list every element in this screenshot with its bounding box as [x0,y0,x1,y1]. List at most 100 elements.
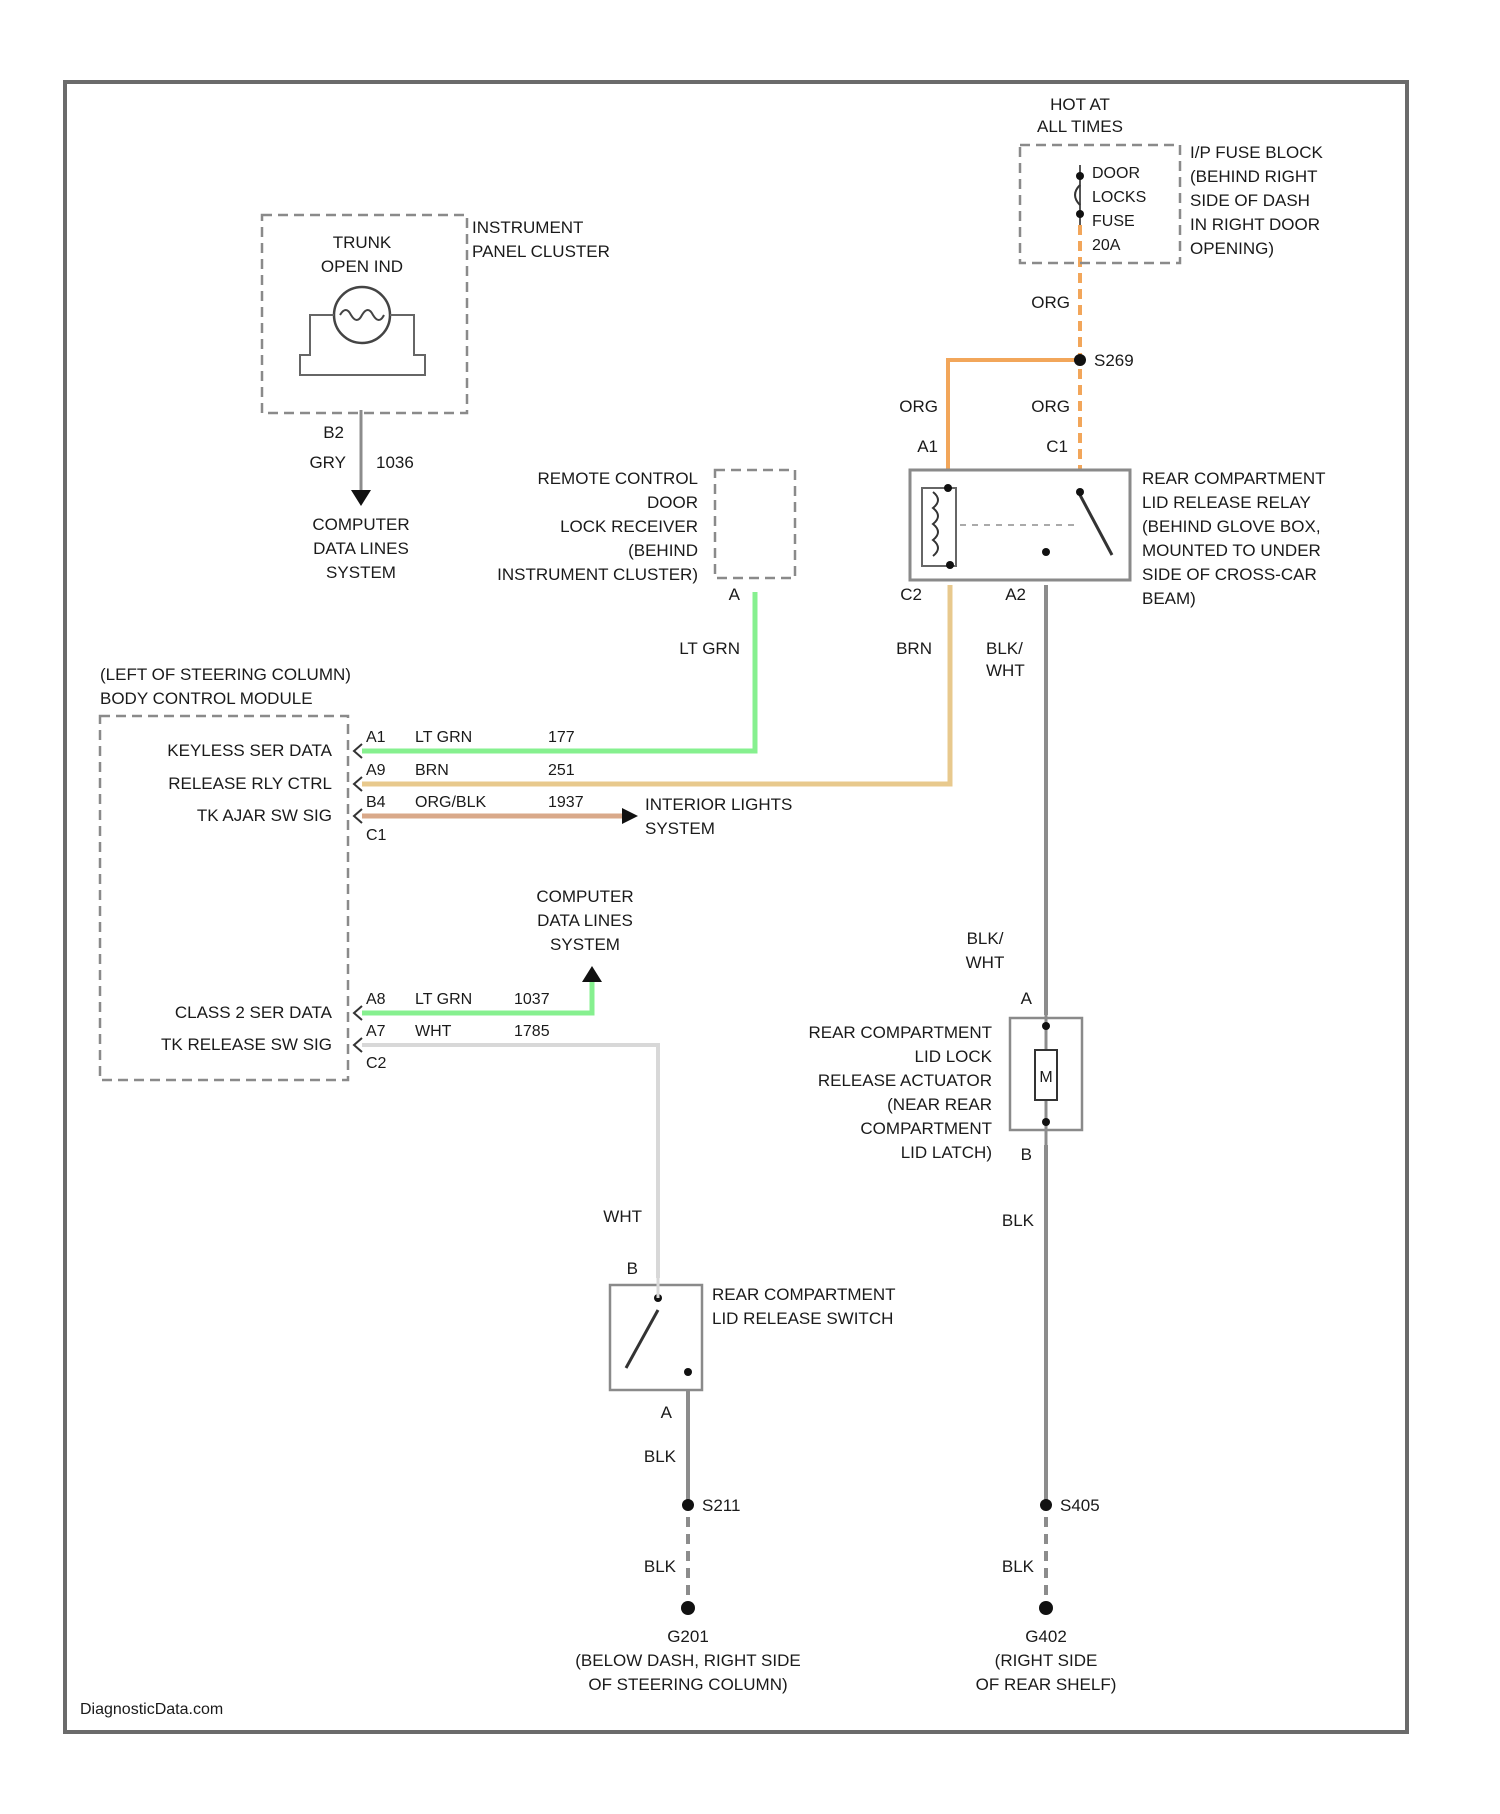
switch-contact-icon [626,1278,692,1376]
data-dest-1: COMPUTER [536,887,633,906]
cluster-dest-1: COMPUTER [312,515,409,534]
circuit-label-1036: 1036 [376,453,414,472]
wire-label-gry: GRY [309,453,346,472]
actuator-label-1: REAR COMPARTMENT [808,1023,992,1042]
fuse-label-1: DOOR [1092,165,1140,182]
interior-dest-1: INTERIOR LIGHTS [645,795,792,814]
data-dest-3: SYSTEM [550,935,620,954]
wire-label-brn: BRN [896,639,932,658]
actuator-pin-a: A [1021,989,1033,1008]
bcm-row2-name-2: TK RELEASE SW SIG [161,1035,332,1054]
switch-pin-a: A [661,1403,673,1422]
bcm-label-1: (LEFT OF STEERING COLUMN) [100,665,351,684]
relay-node-c1 [1076,488,1084,496]
fuse-block-label-3: SIDE OF DASH [1190,191,1310,210]
switch-label-1: REAR COMPARTMENT [712,1285,896,1304]
bcm-connector-c1 [354,744,362,823]
relay-pin-a1: A1 [917,437,938,456]
wire-label-blk-wht-act-1: BLK/ [967,929,1004,948]
wire-label-wht-switch: WHT [603,1207,642,1226]
ground-g201-loc-1: (BELOW DASH, RIGHT SIDE [575,1651,800,1670]
splice-s211-label: S211 [702,1496,740,1515]
bcm-pin-a9: A9 [366,762,386,779]
relay-contact-arm [1080,495,1112,555]
arrow-interior-lights [622,808,638,824]
switch-pin-b: B [627,1259,638,1278]
bcm-pin-a7: A7 [366,1023,386,1040]
bcm-outline [100,716,348,1080]
bcm-circuit-177: 177 [548,729,575,746]
fuse-block-label-1: I/P FUSE BLOCK [1190,143,1324,162]
remote-label-1: REMOTE CONTROL [537,469,698,488]
remote-label-5: INSTRUMENT CLUSTER) [497,565,698,584]
relay-label-3: (BEHIND GLOVE BOX, [1142,517,1321,536]
fuse-label-4: 20A [1092,237,1121,254]
actuator-label-4: (NEAR REAR [887,1095,992,1114]
wire-orange [948,225,1080,470]
wire-wht-switch [362,1045,658,1278]
wire-label-org-c1: ORG [1031,397,1070,416]
remote-label-4: (BEHIND [628,541,698,560]
wire-label-org-a1: ORG [899,397,938,416]
bcm-row-name-2: RELEASE RLY CTRL [168,774,332,793]
actuator-motor-icon: M [1035,1015,1057,1145]
cluster-indicator-label-1: TRUNK [333,233,392,252]
bcm-circuit-251: 251 [548,762,575,779]
arrow-data-lines [582,966,602,982]
remote-label-2: DOOR [647,493,698,512]
relay-label-2: LID RELEASE RELAY [1142,493,1311,512]
wire-label-blk-wht-1: BLK/ [986,639,1023,658]
wire-label-blk-wht-2: WHT [986,661,1025,680]
ground-g201-dot [681,1601,695,1615]
footer-brand: DiagnosticData.com [80,1701,223,1718]
relay-label-5: SIDE OF CROSS-CAR [1142,565,1317,584]
wire-label-blk-g201: BLK [644,1557,677,1576]
wire-lt-grn-class2 [362,982,592,1013]
bcm-wire-wht: WHT [415,1023,452,1040]
remote-receiver-outline [715,470,795,578]
bcm-wire-lt-grn-2: LT GRN [415,991,472,1008]
cluster-dest-3: SYSTEM [326,563,396,582]
splice-s211-dot [682,1499,694,1511]
relay-pin-c1: C1 [1046,437,1068,456]
ground-g201-loc-2: OF STEERING COLUMN) [588,1675,787,1694]
ground-g402-dot [1039,1601,1053,1615]
bcm-pin-b4: B4 [366,794,386,811]
relay-coil-winding [933,492,938,556]
ground-g402-loc-1: (RIGHT SIDE [995,1651,1098,1670]
relay-label-4: MOUNTED TO UNDER [1142,541,1321,560]
wire-label-blk-act: BLK [1002,1211,1035,1230]
actuator-label-2: LID LOCK [915,1047,993,1066]
bcm-pin-a8: A8 [366,991,386,1008]
actuator-label-3: RELEASE ACTUATOR [818,1071,992,1090]
cluster-module-label-1: INSTRUMENT [472,218,583,237]
cluster-dest-2: DATA LINES [313,539,409,558]
relay-pin-a2: A2 [1005,585,1026,604]
splice-s405-dot [1040,1499,1052,1511]
bcm-connector-label-c2: C2 [366,1055,387,1072]
wire-label-lt-grn-remote: LT GRN [679,639,740,658]
fuse-block-label-5: OPENING) [1190,239,1274,258]
bcm-label-2: BODY CONTROL MODULE [100,689,313,708]
relay-node-c2 [946,561,954,569]
fuse-symbol [1075,165,1084,225]
bcm-circuit-1785: 1785 [514,1023,550,1040]
indicator-lamp-icon [300,287,425,375]
wire-label-org-top: ORG [1031,293,1070,312]
wire-label-blk-wht-act-2: WHT [966,953,1005,972]
remote-label-3: LOCK RECEIVER [560,517,698,536]
relay-pin-c2: C2 [900,585,922,604]
bcm-circuit-1937: 1937 [548,794,584,811]
bcm-row-name-1: KEYLESS SER DATA [167,741,332,760]
actuator-pin-b: B [1021,1145,1032,1164]
actuator-label-5: COMPARTMENT [860,1119,992,1138]
ground-g201-name: G201 [667,1627,709,1646]
relay-node-a1 [944,484,952,492]
diagram-frame [65,82,1407,1732]
actuator-motor-label: M [1039,1069,1052,1086]
actuator-label-6: LID LATCH) [901,1143,992,1162]
arrow-cluster-data [351,490,371,506]
bcm-row-name-3: TK AJAR SW SIG [197,806,332,825]
wire-label-blk-g402: BLK [1002,1557,1035,1576]
